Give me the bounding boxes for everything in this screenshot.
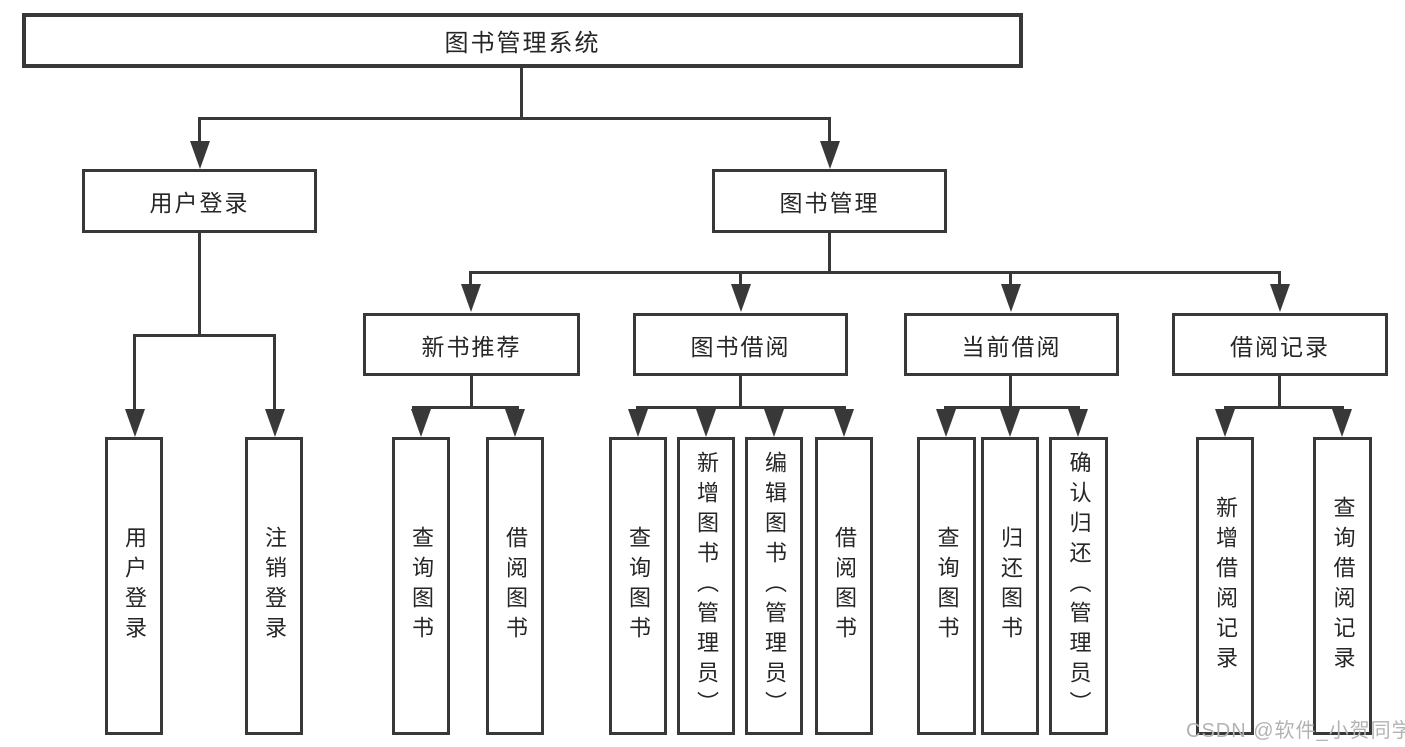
arrowhead-query-books-current	[936, 409, 956, 437]
leaf-confirm-return-admin: 确认归还（管理员）	[1049, 437, 1108, 735]
arrowhead-book-management	[820, 141, 840, 169]
connector-user-login-bar	[133, 334, 276, 337]
node-borrow-records: 借阅记录	[1172, 313, 1388, 376]
connector-new-book-bar	[412, 406, 519, 409]
arrowhead-add-borrow-record	[1215, 409, 1235, 437]
connector-level2-bar	[198, 117, 831, 120]
node-user-login-label: 用户登录	[149, 190, 250, 216]
leaf-confirm-return-admin-label: 确认归还（管理员）	[1066, 451, 1092, 721]
connector-borrow-records-stem	[1278, 271, 1281, 288]
leaf-borrow-books-recommend: 借阅图书	[486, 437, 544, 735]
arrowhead-edit-book-admin	[764, 409, 784, 437]
arrowhead-confirm-return-admin	[1068, 409, 1088, 437]
arrowhead-book-borrowing	[731, 284, 751, 312]
connector-current-borrowing-stem	[1009, 271, 1012, 288]
leaf-query-books-current: 查询图书	[917, 437, 976, 735]
leaf-logout: 注销登录	[245, 437, 303, 735]
connector-book-borrowing-trunk	[739, 376, 742, 409]
arrowhead-borrow-books	[834, 409, 854, 437]
arrowhead-new-book-recommend	[461, 284, 481, 312]
arrowhead-user-login	[190, 141, 210, 169]
connector-borrow-records-trunk	[1278, 376, 1281, 409]
node-user-login: 用户登录	[82, 169, 317, 233]
leaf-query-books-current-label: 查询图书	[934, 526, 960, 646]
connector-current-borrowing-bar	[944, 406, 1080, 409]
node-new-book-recommend-label: 新书推荐	[421, 333, 522, 360]
csdn-watermark: CSDN @软件_小贺同学	[1186, 720, 1405, 742]
connector-book-management-stem	[828, 117, 831, 145]
leaf-add-borrow-record: 新增借阅记录	[1196, 437, 1254, 735]
connector-new-book-stem	[469, 271, 472, 288]
leaf-query-books-recommend: 查询图书	[392, 437, 450, 735]
leaf-borrow-books: 借阅图书	[815, 437, 873, 735]
node-root-label: 图书管理系统	[444, 30, 601, 57]
leaf-query-books-borrowing: 查询图书	[609, 437, 667, 735]
connector-new-book-trunk	[470, 376, 473, 409]
leaf-add-book-admin-label: 新增图书（管理员）	[694, 451, 719, 721]
connector-user-login-trunk	[198, 233, 201, 337]
leaf-borrow-books-recommend-label: 借阅图书	[503, 526, 528, 646]
node-current-borrowing-label: 当前借阅	[961, 333, 1062, 360]
arrowhead-borrow-books-recommend	[505, 409, 525, 437]
connector-book-borrowing-stem	[739, 271, 742, 288]
leaf-query-books-borrowing-label: 查询图书	[626, 526, 651, 646]
arrowhead-leaf-user-login	[125, 409, 145, 437]
connector-current-borrowing-trunk	[1009, 376, 1012, 409]
connector-leaf-logout-stem	[273, 334, 276, 412]
leaf-add-book-admin: 新增图书（管理员）	[677, 437, 735, 735]
leaf-borrow-books-label: 借阅图书	[832, 526, 857, 646]
node-book-borrowing: 图书借阅	[633, 313, 848, 376]
arrowhead-leaf-logout	[265, 409, 285, 437]
leaf-return-book-label: 归还图书	[998, 526, 1023, 646]
node-book-management: 图书管理	[712, 169, 947, 233]
connector-level3-bar	[469, 271, 1281, 274]
connector-book-management-trunk	[828, 233, 831, 274]
leaf-edit-book-admin: 编辑图书（管理员）	[745, 437, 803, 735]
node-borrow-records-label: 借阅记录	[1230, 333, 1330, 360]
leaf-edit-book-admin-label: 编辑图书（管理员）	[762, 451, 787, 721]
arrowhead-add-book-admin	[696, 409, 716, 437]
node-new-book-recommend: 新书推荐	[363, 313, 580, 376]
arrowhead-query-books-borrowing	[628, 409, 648, 437]
node-current-borrowing: 当前借阅	[904, 313, 1119, 376]
node-root: 图书管理系统	[22, 13, 1023, 68]
node-book-management-label: 图书管理	[779, 190, 880, 216]
leaf-user-login-label: 用户登录	[122, 526, 147, 646]
leaf-query-borrow-record: 查询借阅记录	[1313, 437, 1372, 735]
leaf-add-borrow-record-label: 新增借阅记录	[1213, 496, 1238, 676]
arrowhead-query-borrow-record	[1332, 409, 1352, 437]
leaf-user-login: 用户登录	[105, 437, 163, 735]
leaf-logout-label: 注销登录	[262, 526, 287, 646]
arrowhead-return-book	[1000, 409, 1020, 437]
arrowhead-query-books-recommend	[411, 409, 431, 437]
connector-leaf-user-login-stem	[133, 334, 136, 412]
arrowhead-current-borrowing	[1001, 284, 1021, 312]
leaf-query-books-recommend-label: 查询图书	[409, 526, 434, 646]
connector-book-borrowing-bar	[636, 406, 846, 409]
arrowhead-borrow-records	[1270, 284, 1290, 312]
connector-root-stem	[520, 68, 523, 120]
connector-user-login-stem	[198, 117, 201, 145]
node-book-borrowing-label: 图书借阅	[690, 333, 791, 360]
leaf-query-borrow-record-label: 查询借阅记录	[1330, 496, 1356, 676]
leaf-return-book: 归还图书	[981, 437, 1039, 735]
connector-borrow-records-bar	[1224, 406, 1344, 409]
